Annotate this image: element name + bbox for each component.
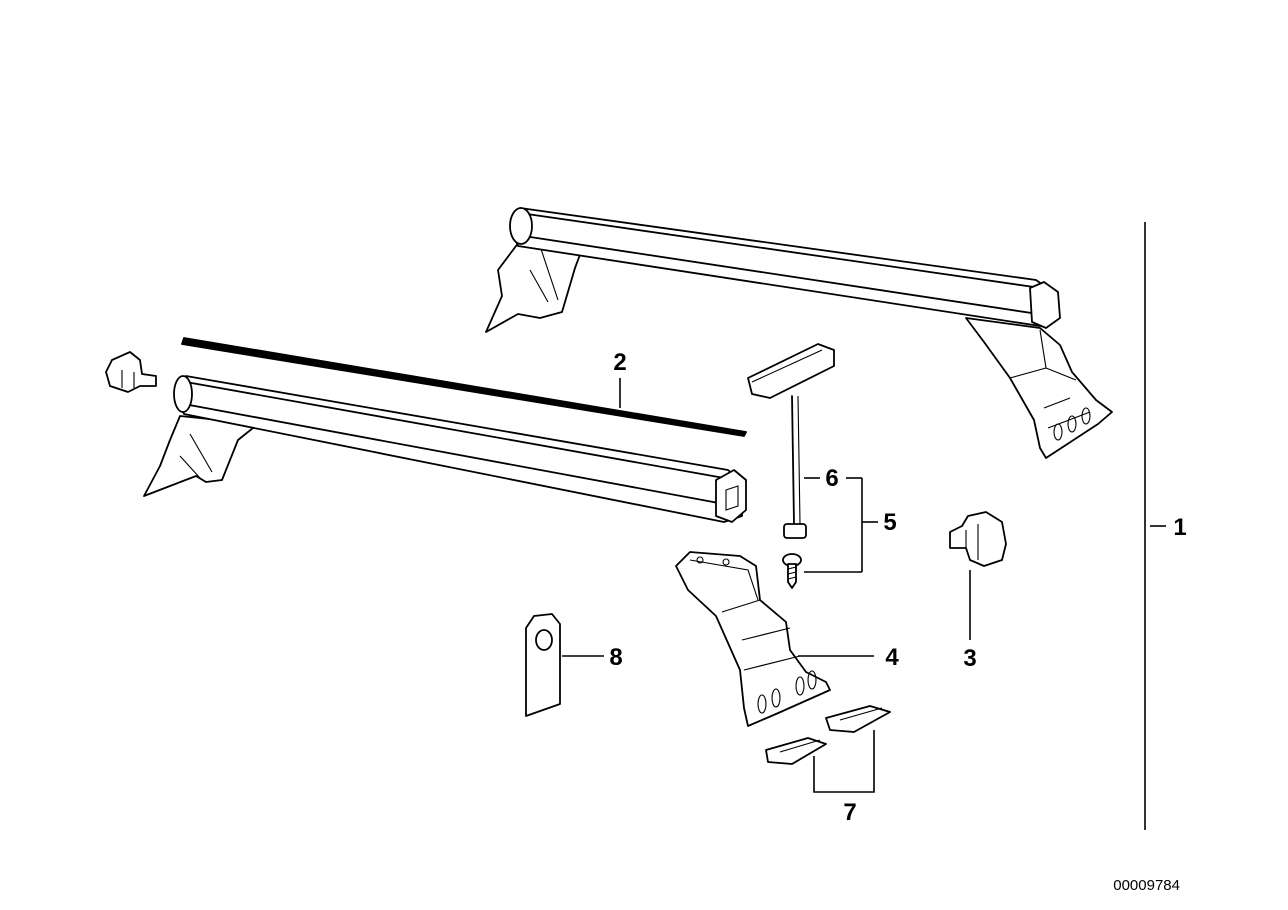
front-bar-right-profile xyxy=(715,469,747,523)
callout-5: 5 xyxy=(883,509,896,536)
callout-1: 1 xyxy=(1173,514,1186,541)
front-crossbar xyxy=(175,375,745,523)
part-6-lock-key xyxy=(747,343,835,539)
left-end-cap xyxy=(105,351,157,393)
leader-lines xyxy=(562,222,1166,830)
front-bar-left-foot xyxy=(143,415,259,497)
part-5-screw xyxy=(782,553,802,589)
callout-4: 4 xyxy=(885,644,899,671)
rear-roof-bar-assembly xyxy=(485,207,1113,459)
part-4-support-foot xyxy=(675,551,831,727)
document-number: 00009784 xyxy=(1113,877,1180,894)
callout-6: 6 xyxy=(825,465,838,492)
callout-3: 3 xyxy=(963,645,976,672)
part-2-rubber-strip xyxy=(181,337,747,437)
part-3-end-cap xyxy=(949,511,1007,567)
part-7-rubber-pads xyxy=(765,705,891,765)
rear-bar-right-foot xyxy=(965,317,1113,459)
callout-8: 8 xyxy=(609,644,622,671)
callout-2: 2 xyxy=(613,349,626,376)
rear-bar-right-cap xyxy=(1029,281,1061,329)
front-roof-bar-assembly xyxy=(143,375,747,523)
part-8-bracket-plate xyxy=(525,613,561,717)
rear-bar-left-cap xyxy=(509,207,533,245)
front-bar-left-end xyxy=(173,375,193,413)
rear-crossbar xyxy=(509,207,1057,327)
leader-7 xyxy=(813,730,875,793)
callout-7: 7 xyxy=(843,799,856,826)
